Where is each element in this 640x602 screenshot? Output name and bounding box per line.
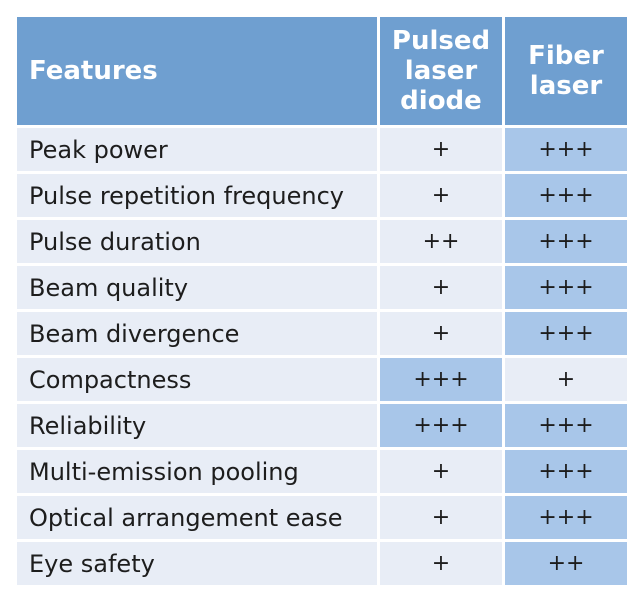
fiber-laser-rating-cell: +++ [505, 404, 627, 447]
fiber-laser-rating-cell: +++ [505, 220, 627, 263]
feature-cell: Compactness [17, 358, 377, 401]
fiber-laser-rating-cell: ++ [505, 542, 627, 585]
pulsed-diode-rating-cell: ++ [380, 220, 502, 263]
table-row: Beam quality++++ [17, 266, 627, 309]
feature-cell: Peak power [17, 128, 377, 171]
feature-cell: Eye safety [17, 542, 377, 585]
pulsed-diode-rating-cell: + [380, 174, 502, 217]
feature-cell: Beam quality [17, 266, 377, 309]
pulsed-diode-rating-cell: + [380, 128, 502, 171]
header-fiber-line: Fiber [528, 41, 604, 71]
table-row: Multi-emission pooling++++ [17, 450, 627, 493]
pulsed-diode-rating-cell: +++ [380, 358, 502, 401]
header-diode-line: diode [400, 86, 482, 116]
table-header-row: Features Pulsed laser diode Fiber laser [17, 17, 627, 125]
pulsed-diode-rating-cell: + [380, 266, 502, 309]
fiber-laser-rating-cell: +++ [505, 128, 627, 171]
table-row: Eye safety+++ [17, 542, 627, 585]
fiber-laser-rating-cell: + [505, 358, 627, 401]
pulsed-diode-rating-cell: + [380, 542, 502, 585]
feature-cell: Optical arrangement ease [17, 496, 377, 539]
table-row: Peak power++++ [17, 128, 627, 171]
fiber-laser-rating-cell: +++ [505, 174, 627, 217]
fiber-laser-rating-cell: +++ [505, 450, 627, 493]
pulsed-diode-rating-cell: + [380, 450, 502, 493]
table-row: Beam divergence++++ [17, 312, 627, 355]
table-row: Optical arrangement ease++++ [17, 496, 627, 539]
header-fiber-line: laser [529, 71, 603, 101]
table-body: Peak power++++Pulse repetition frequency… [17, 128, 627, 585]
fiber-laser-rating-cell: +++ [505, 496, 627, 539]
header-pulsed-laser-diode: Pulsed laser diode [380, 17, 502, 125]
fiber-laser-rating-cell: +++ [505, 312, 627, 355]
pulsed-diode-rating-cell: + [380, 496, 502, 539]
header-diode-line: laser [404, 56, 478, 86]
pulsed-diode-rating-cell: +++ [380, 404, 502, 447]
pulsed-diode-rating-cell: + [380, 312, 502, 355]
fiber-laser-rating-cell: +++ [505, 266, 627, 309]
comparison-table: Features Pulsed laser diode Fiber laser … [14, 14, 630, 588]
table-row: Pulse duration+++++ [17, 220, 627, 263]
feature-cell: Reliability [17, 404, 377, 447]
feature-cell: Pulse repetition frequency [17, 174, 377, 217]
table-row: Compactness++++ [17, 358, 627, 401]
table-row: Pulse repetition frequency++++ [17, 174, 627, 217]
feature-cell: Multi-emission pooling [17, 450, 377, 493]
feature-cell: Pulse duration [17, 220, 377, 263]
header-fiber-laser: Fiber laser [505, 17, 627, 125]
header-features: Features [17, 17, 377, 125]
comparison-table-container: Features Pulsed laser diode Fiber laser … [14, 14, 627, 588]
table-row: Reliability++++++ [17, 404, 627, 447]
header-diode-line: Pulsed [391, 26, 491, 56]
feature-cell: Beam divergence [17, 312, 377, 355]
